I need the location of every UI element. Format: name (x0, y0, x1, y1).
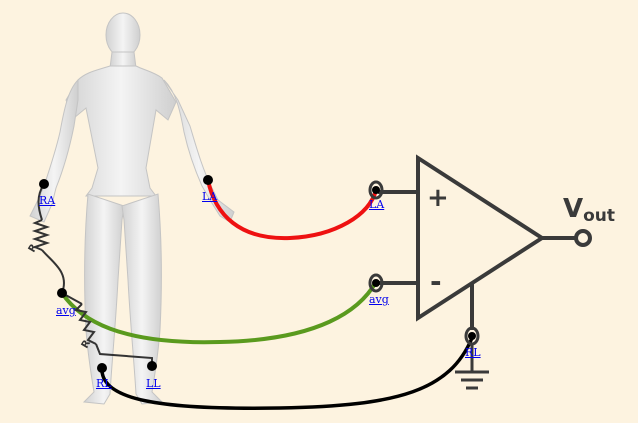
op-amp (378, 154, 592, 330)
lead-link-ra[interactable]: RA (39, 194, 56, 207)
rl-wire (100, 337, 474, 410)
lead-link-avg-body[interactable]: avg (56, 304, 76, 317)
lead-link-rl-body[interactable]: RL (96, 377, 112, 390)
avg-wire (60, 281, 378, 345)
minus-sign: - (430, 265, 442, 298)
human-body-figure (29, 12, 235, 405)
resistor-label-1: R (27, 242, 41, 254)
plus-sign: + (427, 183, 449, 213)
la-wire (206, 179, 378, 241)
lead-link-la-body[interactable]: LA (202, 190, 218, 203)
vout-label: Vout (563, 196, 615, 229)
lead-link-avg-amp[interactable]: avg (369, 293, 389, 306)
vout-subscript: out (583, 206, 616, 226)
lead-link-rl-amp[interactable]: RL (465, 346, 481, 359)
amp-terminals (368, 180, 480, 346)
vout-main: V (563, 194, 584, 224)
ground-icon (455, 344, 489, 390)
body-electrodes (39, 175, 213, 373)
lead-link-ll[interactable]: LL (146, 377, 161, 390)
lead-link-la-amp[interactable]: LA (369, 198, 385, 211)
